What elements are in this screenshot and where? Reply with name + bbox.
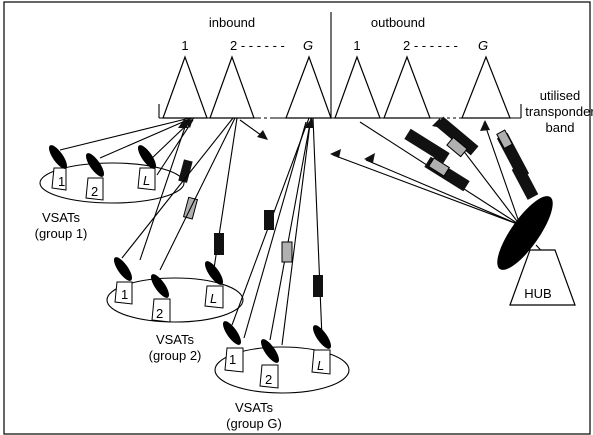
svg-text:2: 2 (156, 306, 163, 321)
hub-label: HUB (524, 286, 551, 301)
outbound-carrier-1 (334, 55, 381, 119)
svg-text:2: 2 (91, 184, 98, 199)
inbound-carrier-g (285, 55, 332, 119)
svg-text:1: 1 (58, 174, 65, 189)
band-label-2: transponder (525, 104, 593, 119)
svg-text:L: L (317, 358, 324, 373)
group-g-title: VSATs (235, 400, 274, 415)
group-g-ellipse (214, 346, 350, 394)
band-label-3: band (546, 120, 575, 135)
inbound-index-g: G (303, 38, 313, 53)
group-g-subtitle: (group G) (226, 416, 282, 431)
group-2-ellipse (106, 277, 244, 323)
svg-text:2: 2 (265, 372, 272, 387)
outbound-label: outbound (371, 15, 425, 30)
vsat-g2-2: 2 (150, 274, 171, 323)
group-1-title: VSATs (42, 210, 81, 225)
frame (3, 1, 591, 435)
outbound-index-2: 2 - - - - - - (403, 38, 458, 53)
band-label-1: utilised (540, 88, 580, 103)
hub-dish (497, 196, 553, 270)
outbound-index-1: 1 (353, 38, 360, 53)
vsat-g2-1: 1 (113, 257, 133, 305)
group-1-ellipse (39, 162, 185, 204)
vsat-group-1: 1 2 L VSATs (group 1) (35, 117, 195, 241)
inbound-index-1: 1 (181, 38, 188, 53)
vsat-g-1: 1 (222, 321, 244, 373)
outbound-index-g: G (478, 38, 488, 53)
inbound-index-2: 2 - - - - - - (230, 38, 285, 53)
vsat-g1-1: 1 (48, 145, 68, 191)
group-2-subtitle: (group 2) (149, 348, 202, 363)
outbound-carrier-g (461, 55, 511, 119)
svg-text:L: L (143, 173, 150, 188)
inbound-carrier-1 (162, 55, 208, 119)
outbound-links (330, 116, 539, 226)
vsat-g-2: 2 (259, 339, 280, 389)
vsat-g1-2: 2 (85, 153, 105, 201)
vsat-g2-L: L (204, 261, 224, 309)
outbound-carrier-2 (383, 55, 431, 119)
vsat-group-g: 1 2 L VSATs (group G) (214, 117, 350, 431)
svg-text:L: L (210, 291, 217, 306)
vsat-group-2: 1 2 L VSATs (group 2) (106, 117, 268, 363)
group-2-title: VSATs (156, 332, 195, 347)
group-1-subtitle: (group 1) (35, 226, 88, 241)
svg-text:1: 1 (229, 352, 236, 367)
hub-station: HUB (497, 196, 576, 306)
inbound-carrier-2 (209, 55, 255, 119)
inbound-label: inbound (209, 15, 255, 30)
vsat-g-L: L (311, 325, 332, 375)
svg-text:1: 1 (121, 287, 128, 302)
hub-base (509, 249, 576, 306)
vsat-g1-L: L (137, 145, 157, 191)
